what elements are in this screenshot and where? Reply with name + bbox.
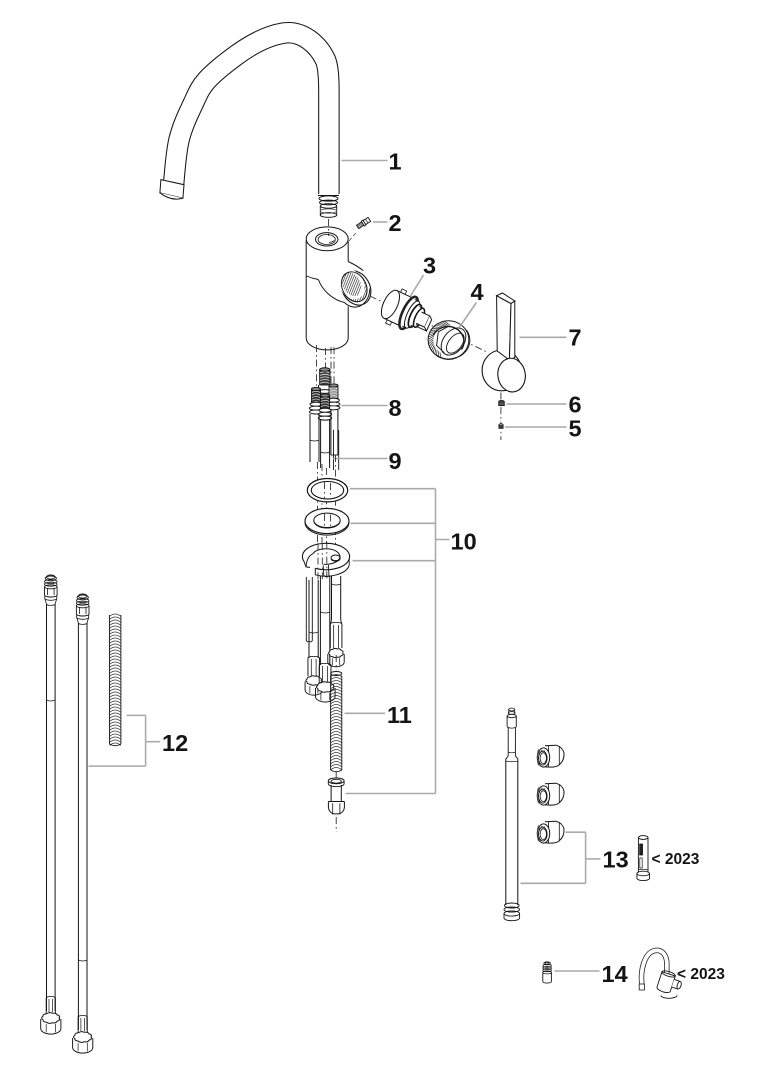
svg-text:3: 3 — [423, 253, 436, 279]
svg-text:12: 12 — [162, 730, 188, 756]
svg-text:14: 14 — [602, 961, 628, 987]
svg-text:11: 11 — [387, 702, 412, 728]
svg-text:7: 7 — [569, 324, 582, 350]
svg-text:8: 8 — [389, 395, 402, 421]
svg-text:5: 5 — [569, 415, 582, 441]
svg-text:6: 6 — [569, 391, 582, 417]
svg-text:4: 4 — [471, 279, 484, 305]
svg-text:13: 13 — [603, 846, 629, 872]
svg-text:10: 10 — [451, 529, 477, 555]
svg-text:2: 2 — [389, 210, 402, 236]
svg-text:< 2023: < 2023 — [652, 851, 700, 868]
svg-text:9: 9 — [389, 448, 402, 474]
svg-text:1: 1 — [389, 149, 402, 175]
svg-text:< 2023: < 2023 — [677, 966, 725, 983]
